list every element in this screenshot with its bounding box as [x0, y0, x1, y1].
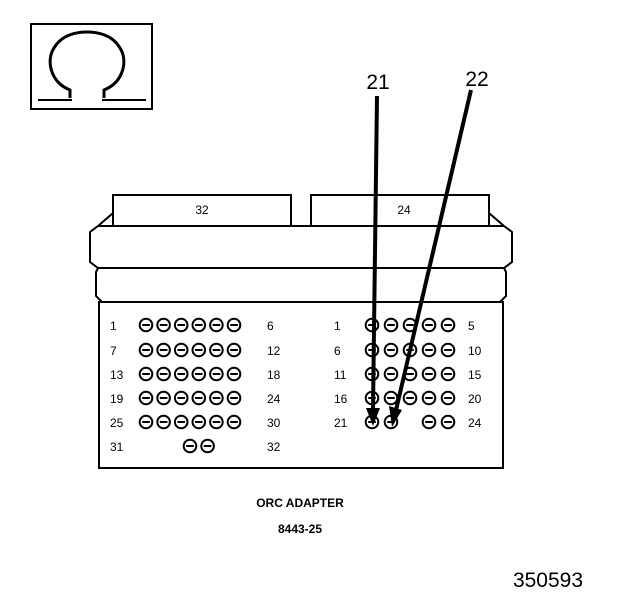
pin-socket: [226, 342, 242, 358]
right-row-end-label: 24: [468, 416, 482, 430]
caption-part-number: 8443-25: [278, 522, 322, 536]
left-row-end-label: 18: [267, 368, 281, 382]
right-connector-header: 24: [397, 203, 411, 217]
pin-socket: [138, 390, 154, 406]
pin-socket: [138, 366, 154, 382]
right-row-start-label: 1: [334, 319, 341, 333]
pin-socket: [364, 317, 380, 333]
pin-socket: [440, 390, 456, 406]
ohm-symbol-box: [30, 23, 153, 110]
pin-socket: [200, 438, 215, 454]
pin-socket: [421, 366, 437, 382]
right-row-end-label: 10: [468, 344, 482, 358]
right-row-start-label: 11: [334, 368, 347, 382]
pin-socket: [421, 414, 437, 430]
left-row-start-label: 31: [110, 440, 124, 454]
left-row-end-label: 12: [267, 344, 281, 358]
pin-socket: [383, 317, 399, 333]
callout-label-21: 21: [366, 71, 389, 94]
pin-socket: [209, 317, 224, 333]
left-row-start-label: 19: [110, 392, 124, 406]
pin-socket: [383, 342, 399, 358]
header-block-right: [310, 194, 490, 227]
pin-socket: [421, 317, 437, 333]
callout-arrow-21: [366, 95, 380, 426]
pin-socket: [191, 317, 207, 333]
pin-socket: [156, 317, 171, 333]
caption-title: ORC ADAPTER: [256, 496, 344, 510]
pin-socket: [226, 414, 242, 430]
connector-housing: [89, 194, 513, 469]
figure-number: 350593: [513, 569, 583, 592]
pin-socket: [383, 366, 399, 382]
pin-socket: [182, 438, 198, 454]
header-block-left: [112, 194, 292, 227]
left-connector-pins: 1 6 7 12 13 18 19 24 25 30 31 32: [110, 317, 281, 454]
left-row-end-label: 32: [267, 440, 281, 454]
pin-socket: [209, 390, 224, 406]
pin-socket: [173, 342, 189, 358]
pin-socket: [138, 342, 154, 358]
left-row-start-label: 7: [110, 344, 117, 358]
left-row-start-label: 1: [110, 319, 117, 333]
pin-socket: [173, 390, 189, 406]
pin-socket: [440, 317, 456, 333]
pin-socket: [173, 414, 189, 430]
pin-socket: [226, 366, 242, 382]
right-row-end-label: 5: [468, 319, 475, 333]
pin-socket: [209, 342, 224, 358]
pin-socket: [383, 390, 399, 406]
ohm-icon: [38, 30, 146, 101]
pin-socket: [191, 342, 207, 358]
pin-socket: [156, 414, 171, 430]
pin-socket: [138, 414, 154, 430]
pin-socket: [421, 390, 437, 406]
left-row-start-label: 25: [110, 416, 124, 430]
pin-socket: [402, 390, 418, 406]
pin-socket: [191, 366, 207, 382]
pin-socket: [226, 390, 242, 406]
pin-socket: [138, 317, 154, 333]
right-row-end-label: 20: [468, 392, 482, 406]
right-row-start-label: 16: [334, 392, 348, 406]
left-row-end-label: 24: [267, 392, 281, 406]
pin-socket: [156, 366, 171, 382]
left-row-end-label: 6: [267, 319, 274, 333]
pin-socket: [440, 342, 456, 358]
pin-socket: [191, 414, 207, 430]
right-row-start-label: 21: [334, 416, 348, 430]
pin-socket: [156, 390, 171, 406]
pin-socket: [209, 366, 224, 382]
pin-socket: [226, 317, 242, 333]
pin-socket: [173, 366, 189, 382]
left-row-end-label: 30: [267, 416, 281, 430]
pin-socket: [209, 414, 224, 430]
pin-socket: [440, 414, 456, 430]
pin-socket: [421, 342, 437, 358]
callout-arrow-22: [389, 89, 473, 427]
pin-socket: [440, 366, 456, 382]
pin-socket: [156, 342, 171, 358]
left-row-start-label: 13: [110, 368, 124, 382]
right-row-end-label: 15: [468, 368, 482, 382]
callout-label-22: 22: [465, 68, 488, 91]
pin-socket: [191, 390, 207, 406]
right-row-start-label: 6: [334, 344, 341, 358]
left-connector-header: 32: [195, 203, 209, 217]
pin-socket: [173, 317, 189, 333]
